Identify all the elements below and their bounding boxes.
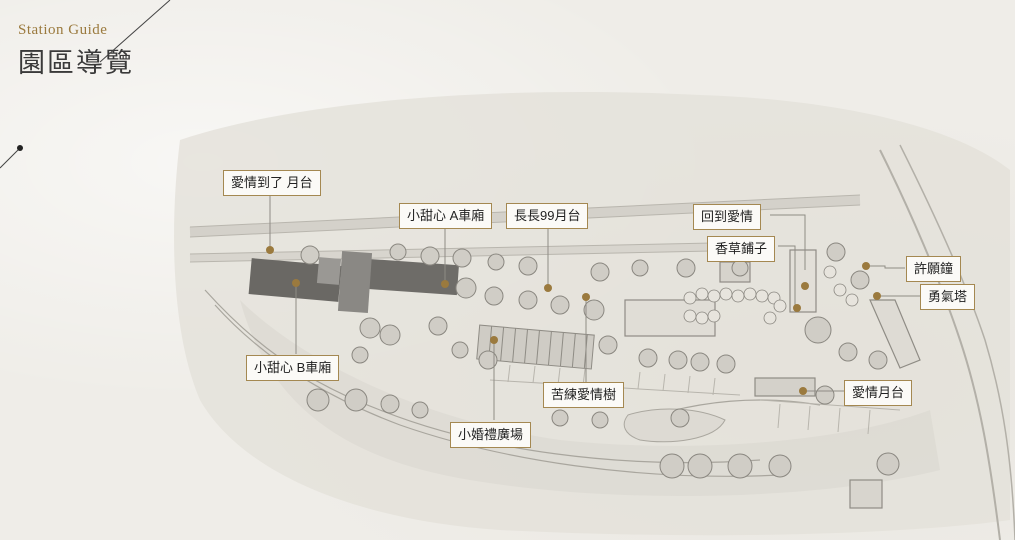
leader-line-huidao-aiqing xyxy=(770,214,806,270)
pin-aiqing-daole-yuetai xyxy=(266,246,274,254)
leader-line-xuyuan-zhong xyxy=(866,265,905,269)
decor-line-left xyxy=(0,147,21,169)
leader-lines xyxy=(269,195,920,420)
label-xiaohunli-guangchang[interactable]: 小婚禮廣場 xyxy=(450,422,532,448)
label-aiqing-daole-yuetai[interactable]: 愛情到了 月台 xyxy=(223,170,321,196)
terrain-wash-2 xyxy=(240,300,940,497)
label-xiaotianxin-a[interactable]: 小甜心 A車廂 xyxy=(399,203,493,229)
hedge-row xyxy=(683,265,859,325)
label-changchang-99[interactable]: 長長99月台 xyxy=(506,203,589,229)
pin-kulian-aiqing-shu xyxy=(582,293,590,301)
pin-huidao-aiqing xyxy=(801,282,809,290)
pin-yongqi-ta xyxy=(873,292,881,300)
label-huidao-aiqing[interactable]: 回到愛情 xyxy=(693,204,762,230)
pin-xiangcao-puzi xyxy=(793,304,801,312)
decor-dot xyxy=(17,145,23,151)
pin-changchang-99 xyxy=(544,284,552,292)
label-kulian-aiqing-shu[interactable]: 苦練愛情樹 xyxy=(543,382,625,408)
label-aiqing-yuetai[interactable]: 愛情月台 xyxy=(844,380,913,406)
page-title-zh: 園區導覽 xyxy=(18,48,134,79)
page-title-en: Station Guide xyxy=(18,22,108,38)
pin-xuyuan-zhong xyxy=(862,262,870,270)
label-xiangcao-puzi[interactable]: 香草鋪子 xyxy=(707,236,776,262)
label-yongqi-ta[interactable]: 勇氣塔 xyxy=(920,284,976,310)
location-pins xyxy=(266,246,881,395)
label-xiaotianxin-b[interactable]: 小甜心 B車廂 xyxy=(246,355,340,381)
train-carriage-a xyxy=(337,251,459,313)
road xyxy=(879,144,1015,540)
pin-xiaotianxin-a xyxy=(441,280,449,288)
label-xuyuan-zhong[interactable]: 許願鐘 xyxy=(906,256,962,282)
decor-line-top xyxy=(99,0,171,63)
wedding-plaza-pavilion xyxy=(476,324,595,370)
pin-aiqing-yuetai xyxy=(799,387,807,395)
page-header: Station Guide 園區導覽 xyxy=(18,22,134,80)
leader-line-xiangcao-puzi xyxy=(778,245,796,308)
pin-xiaohunli-guangchang xyxy=(490,336,498,344)
pin-xiaotianxin-b xyxy=(292,279,300,287)
